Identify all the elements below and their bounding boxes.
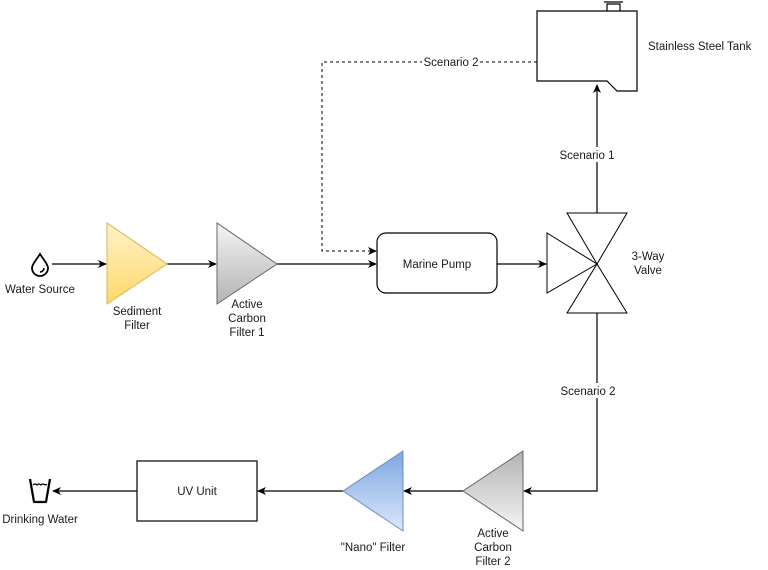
carbon-filter-2-shape xyxy=(462,450,524,532)
uv-unit-label: UV Unit xyxy=(177,486,217,498)
carbon-filter-2-label-2: Carbon xyxy=(474,542,512,554)
carbon-filter-1-label-2: Carbon xyxy=(228,313,266,325)
edge-valve-to-carbon2[interactable]: Scenario 2 xyxy=(523,313,618,495)
three-way-valve-node[interactable]: 3-Way Valve xyxy=(546,212,665,314)
carbon-filter-1-node[interactable]: Active Carbon Filter 1 xyxy=(216,222,278,339)
edge-tank-to-pump-dashed[interactable]: Scenario 2 xyxy=(321,55,537,255)
sediment-filter-node[interactable]: Sediment Filter xyxy=(106,222,168,332)
tank-shape xyxy=(536,10,638,92)
nano-filter-node[interactable]: "Nano" Filter xyxy=(341,450,406,554)
carbon-filter-2-label-3: Filter 2 xyxy=(475,556,510,568)
drinking-glass-icon xyxy=(28,478,52,504)
valve-inlet-triangle xyxy=(546,232,598,294)
water-source-node[interactable]: Water Source xyxy=(5,252,75,296)
edge-valve-to-tank[interactable]: Scenario 1 xyxy=(558,84,616,213)
marine-pump-label: Marine Pump xyxy=(403,259,471,271)
nano-filter-shape xyxy=(342,450,404,532)
sediment-filter-label-2: Filter xyxy=(124,320,150,332)
edge-label-scenario2: Scenario 2 xyxy=(561,386,616,398)
valve-bottom-triangle xyxy=(566,263,628,314)
valve-label-1: 3-Way xyxy=(632,251,665,263)
tank-label: Stainless Steel Tank xyxy=(648,41,752,53)
carbon-filter-1-label-3: Filter 1 xyxy=(229,327,264,339)
sediment-filter-label-1: Sediment xyxy=(113,306,162,318)
uv-unit-node[interactable]: UV Unit xyxy=(136,460,258,522)
nano-filter-label: "Nano" Filter xyxy=(341,542,406,554)
uv-unit-shape xyxy=(136,460,258,522)
drinking-water-node[interactable]: Drinking Water xyxy=(2,478,78,526)
edge-label-scenario2-dashed: Scenario 2 xyxy=(424,57,479,69)
drinking-water-label: Drinking Water xyxy=(2,514,78,526)
carbon-filter-2-node[interactable]: Active Carbon Filter 2 xyxy=(462,450,524,568)
marine-pump-shape xyxy=(376,232,498,294)
tank-cap xyxy=(604,1,623,11)
valve-label-2: Valve xyxy=(634,265,662,277)
water-source-label: Water Source xyxy=(5,284,75,296)
edge-label-scenario1: Scenario 1 xyxy=(560,150,615,162)
marine-pump-node[interactable]: Marine Pump xyxy=(376,232,498,294)
carbon-filter-2-label-1: Active xyxy=(477,528,508,540)
stainless-steel-tank-node[interactable]: Stainless Steel Tank xyxy=(536,1,752,92)
valve-top-triangle xyxy=(566,212,628,265)
carbon-filter-1-label-1: Active xyxy=(231,299,262,311)
carbon-filter-1-shape xyxy=(216,222,278,305)
sediment-filter-shape xyxy=(106,222,168,305)
